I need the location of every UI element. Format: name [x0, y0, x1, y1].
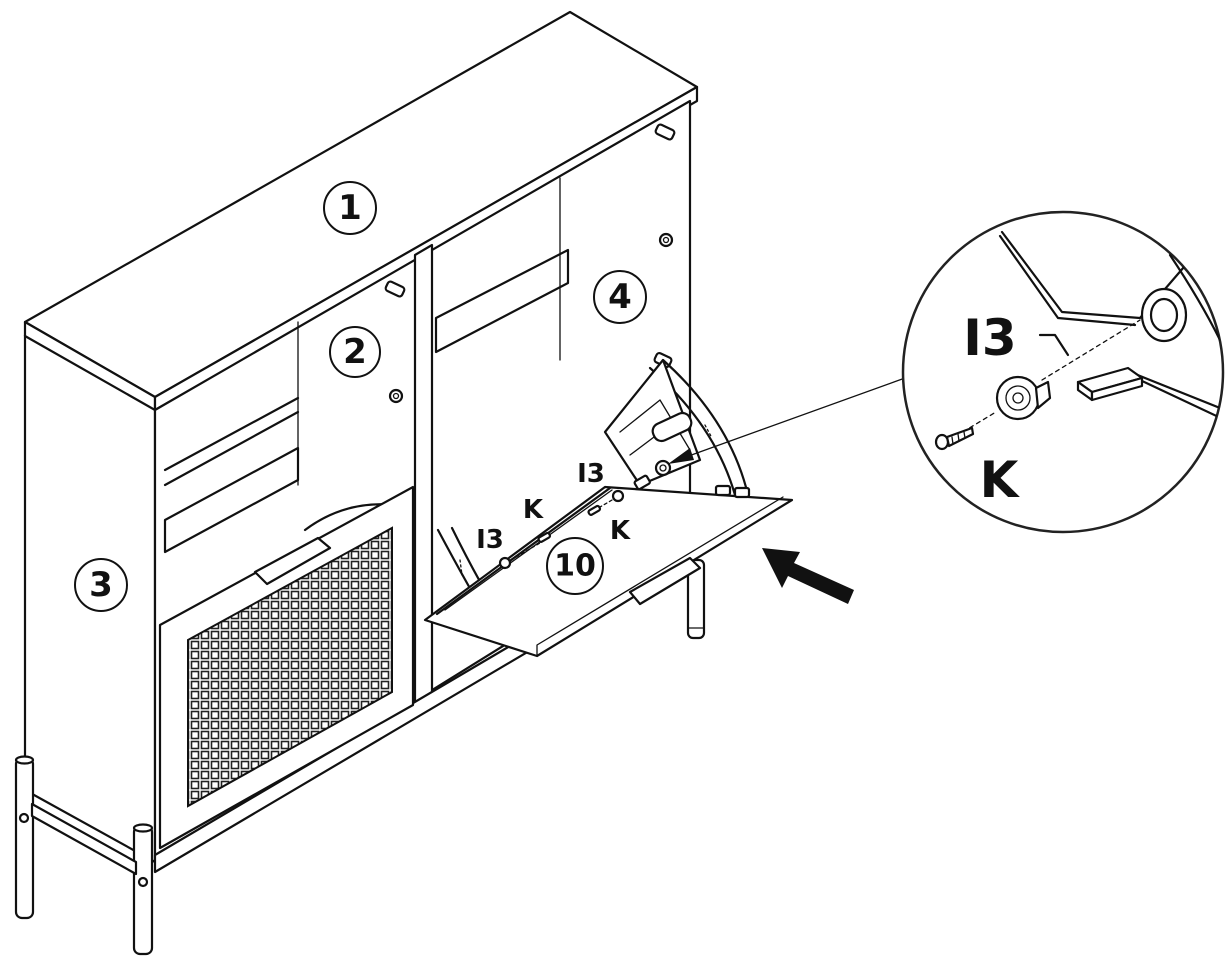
part-callouts: 1 2 3 4 10	[74, 181, 647, 612]
insert-direction-arrow	[762, 548, 854, 604]
hardware-label-i13-left: I3	[476, 525, 504, 555]
detail-magnifier: I3 K	[901, 210, 1225, 534]
cabinet-legs	[14, 558, 706, 956]
hardware-label-k-right: K	[610, 516, 631, 546]
hardware-label-k-left: K	[523, 495, 544, 525]
part-label-3: 3	[89, 565, 113, 605]
detail-leader	[668, 377, 906, 464]
hardware-labels: I3 K I3 K	[476, 459, 631, 555]
hardware-label-i13-right: I3	[577, 459, 605, 489]
detail-label-i13: I3	[963, 309, 1016, 367]
left-flap-door	[158, 485, 415, 850]
arrow-icon	[762, 548, 854, 604]
right-door-handle	[628, 556, 702, 606]
part-label-10: 10	[554, 549, 596, 584]
callout-circle-part-3	[74, 558, 128, 612]
callout-circle-part-2	[329, 326, 381, 378]
callout-circle-part-4	[593, 270, 647, 324]
cabinet-divider	[413, 243, 434, 714]
door-panel-10	[423, 485, 794, 658]
detail-label-k: K	[980, 451, 1021, 509]
callout-circle-part-10	[546, 537, 604, 595]
part-label-1: 1	[338, 188, 362, 228]
cabinet	[23, 10, 699, 874]
right-flap-door	[423, 358, 794, 658]
part-label-4: 4	[608, 277, 632, 317]
callout-circle-part-1	[323, 181, 377, 235]
part-label-2: 2	[343, 332, 367, 372]
i13-cap-fitting	[995, 375, 1041, 421]
left-door-handle	[253, 536, 332, 586]
k-screw-fitting	[934, 426, 975, 451]
